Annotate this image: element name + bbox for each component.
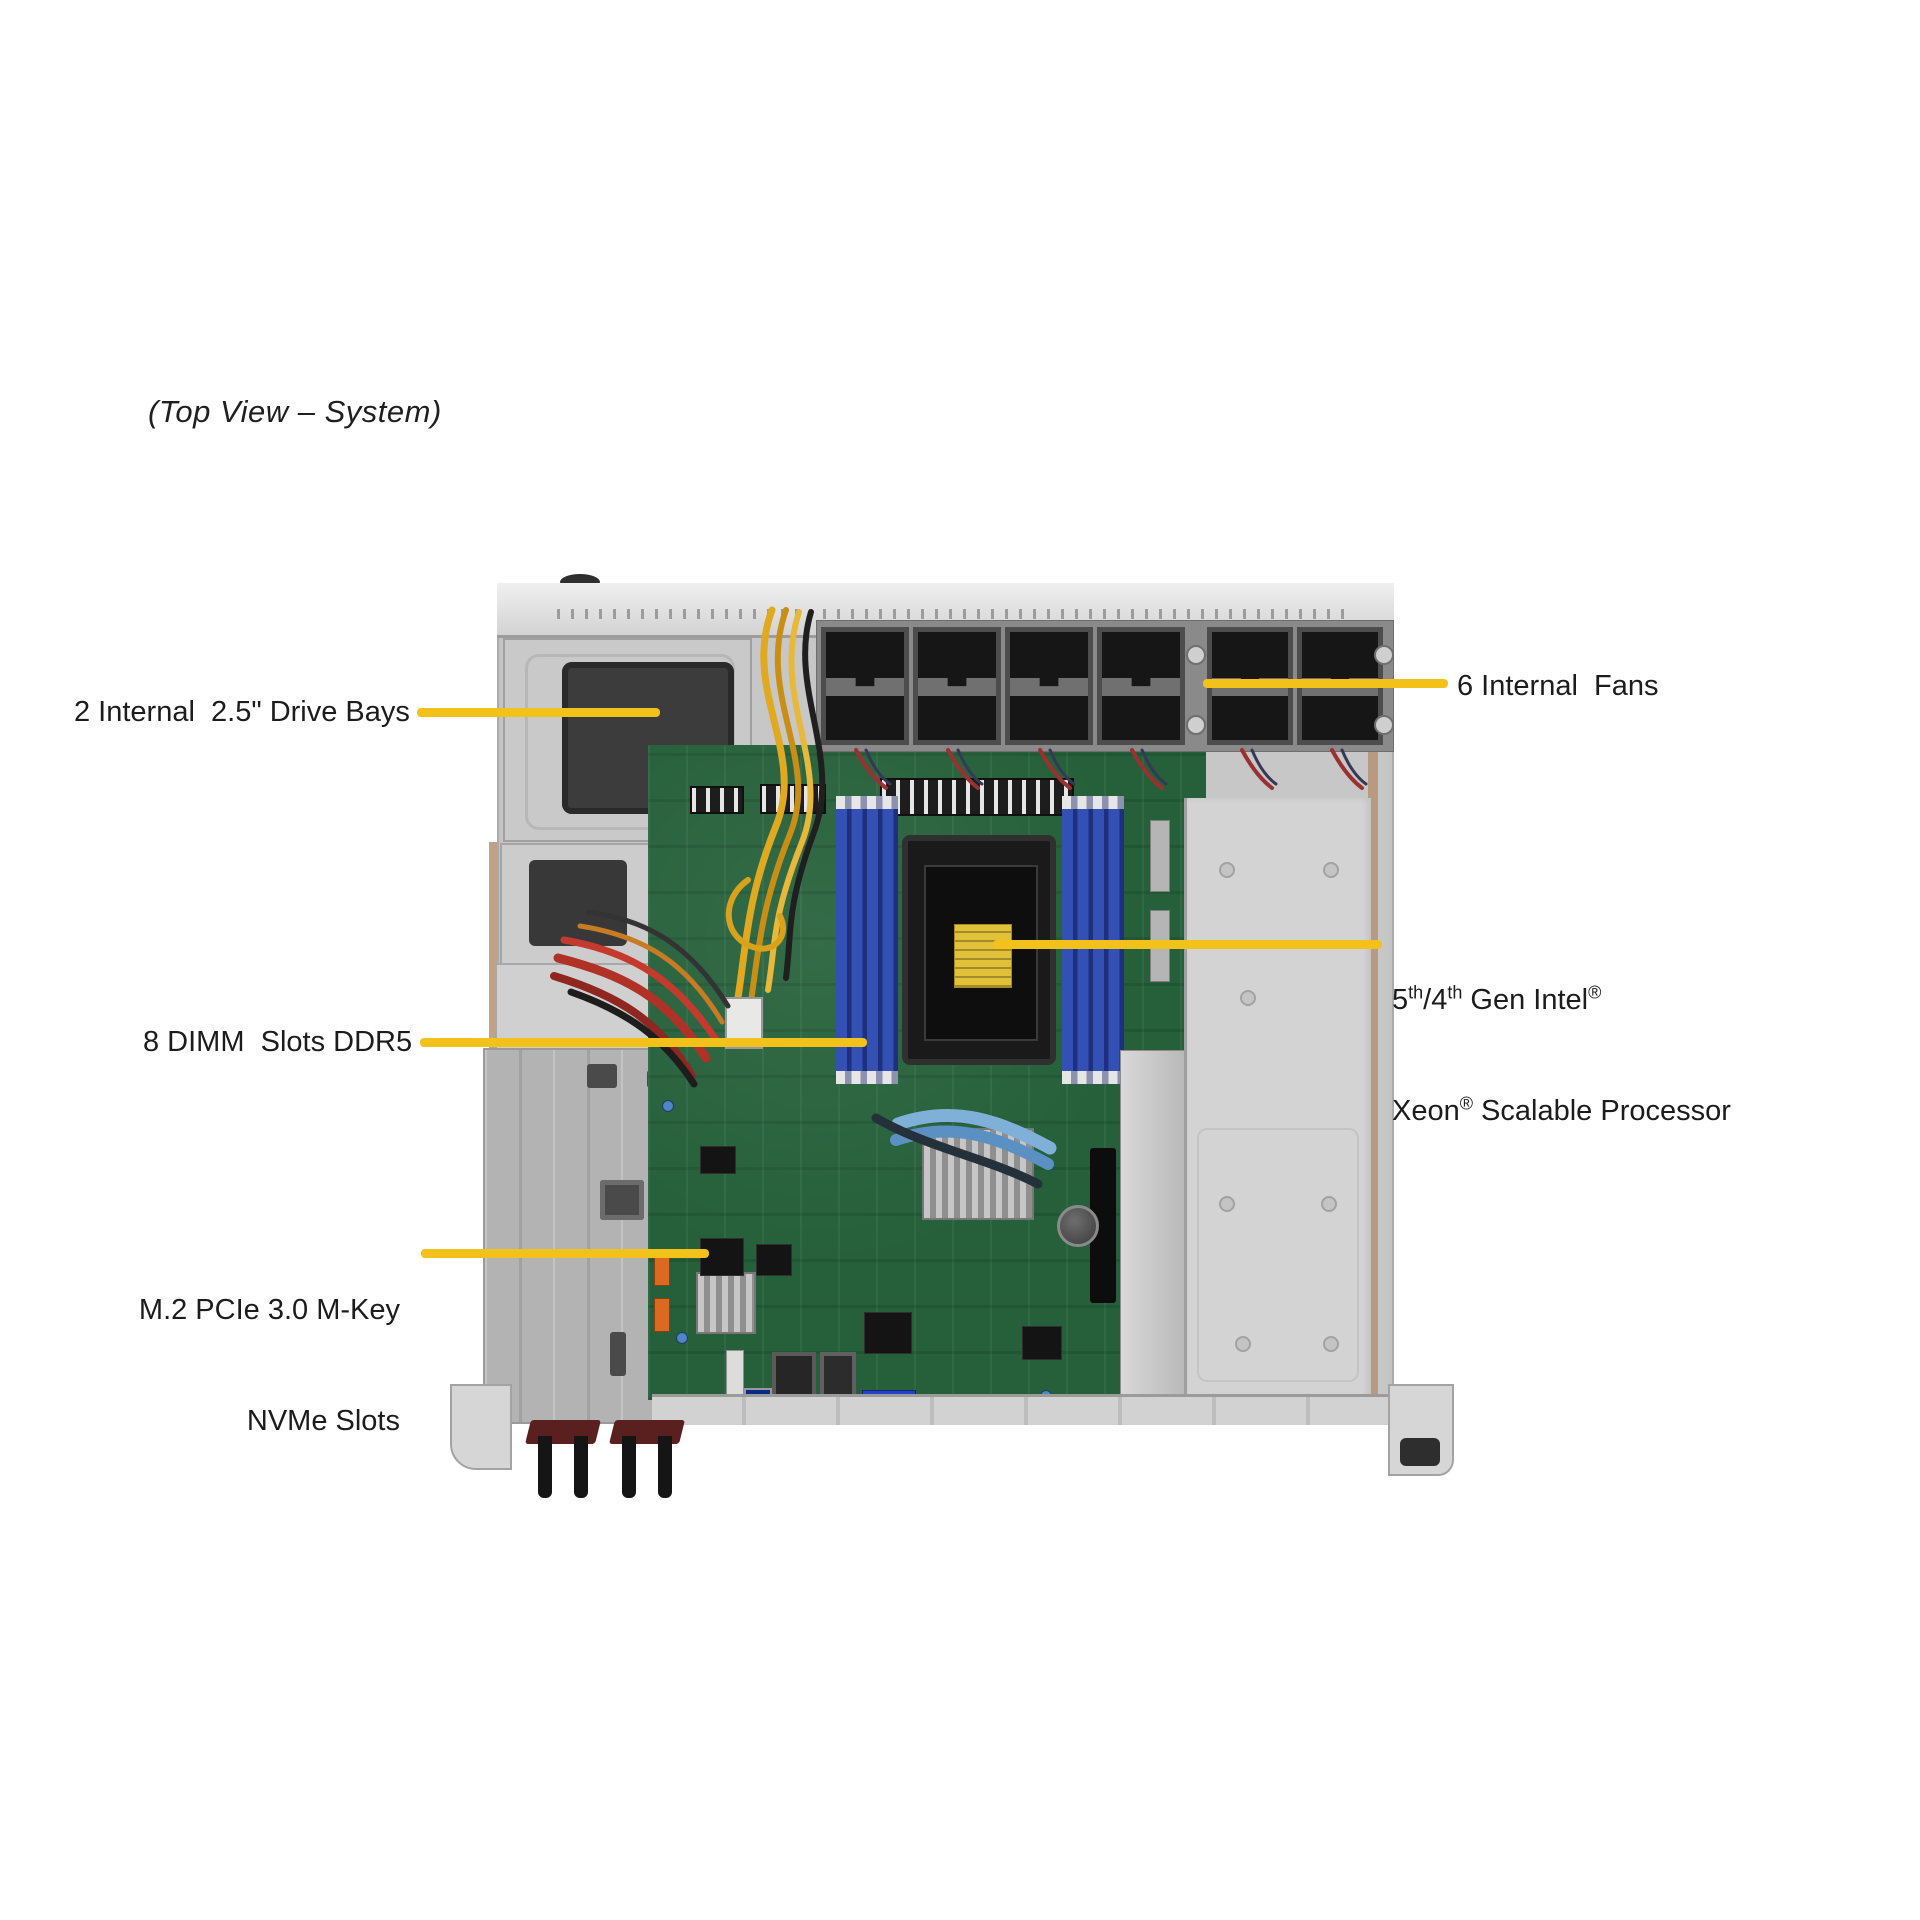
panel-screw (1219, 1196, 1235, 1212)
power-header (690, 786, 744, 814)
panel-seam (1197, 1128, 1359, 1382)
power-cables (550, 909, 731, 1088)
m2-slot-chip (756, 1244, 792, 1276)
caption-top-view: (Top View – System) (148, 394, 442, 429)
label-dimm: 8 DIMM Slots DDR5 (143, 1026, 413, 1058)
label-m2-line1: M.2 PCIe 3.0 M-Key (138, 1294, 400, 1326)
psu-handle (525, 1420, 608, 1502)
rail-serration (557, 609, 1347, 619)
side-rail-right (1368, 700, 1378, 1395)
psu-handle-prong (574, 1436, 588, 1498)
drive-bay-frame (503, 638, 752, 842)
mount-ear-right (1388, 1384, 1454, 1476)
callout-line-drive-bays (417, 708, 660, 717)
vent-cutout (587, 1064, 617, 1088)
vent-cutout (600, 1180, 644, 1220)
panel-screw (1235, 1336, 1251, 1352)
cpu-spec-sticker (954, 924, 1012, 988)
power-header (760, 784, 826, 814)
label-m2: M.2 PCIe 3.0 M-Key NVMe Slots (118, 1218, 400, 1514)
right-blank-panel (1184, 798, 1371, 1398)
dimm-bank-right (1062, 796, 1124, 1084)
screw (1374, 715, 1394, 735)
label-cpu: 5th/4th Gen Intel® Xeon® Scalable Proces… (1392, 908, 1852, 1204)
sata-cables (871, 1108, 1057, 1189)
screw (1186, 715, 1206, 735)
panel-screw (1240, 990, 1256, 1006)
screw (1374, 645, 1394, 665)
pcb-chip (1022, 1326, 1062, 1360)
pcb-chip (700, 1146, 736, 1174)
ear-thumbscrew (1400, 1438, 1440, 1466)
vent-cutout (610, 1332, 626, 1376)
callout-line-m2 (421, 1249, 709, 1258)
label-drive-bays: 2 Internal 2.5" Drive Bays (74, 696, 410, 728)
capacitor (676, 1332, 688, 1344)
vrm-heatsink (696, 1272, 756, 1334)
fan-unit (1097, 627, 1185, 745)
psu-handle-prong (622, 1436, 636, 1498)
riser-bracket (1120, 1050, 1186, 1402)
cmos-battery (1057, 1205, 1099, 1247)
edge-connector (1150, 820, 1170, 892)
lan-port (820, 1352, 856, 1398)
dimm-bank-left (836, 796, 898, 1084)
fan-unit (913, 627, 1001, 745)
panel-screw (1323, 862, 1339, 878)
psu-handle (609, 1420, 692, 1502)
fan-unit (1005, 627, 1093, 745)
orange-connector (654, 1298, 670, 1332)
screw (1186, 645, 1206, 665)
pcb-chip (864, 1312, 912, 1354)
psu-handle-prong (658, 1436, 672, 1498)
label-cpu-line1: 5th/4th Gen Intel® (1392, 982, 1602, 1016)
fan-wires (854, 748, 1368, 790)
cpu-socket (902, 835, 1056, 1065)
capacitor (662, 1100, 674, 1112)
label-cpu-line2: Xeon® Scalable Processor (1392, 1093, 1731, 1127)
panel-screw (1323, 1336, 1339, 1352)
server-chassis (450, 574, 1454, 1498)
bottom-rail (652, 1394, 1394, 1425)
psu-handle-prong (538, 1436, 552, 1498)
callout-line-fans (1203, 679, 1448, 688)
fan-unit (821, 627, 909, 745)
panel-screw (1321, 1196, 1337, 1212)
label-m2-line2: NVMe Slots (246, 1405, 400, 1437)
lan-port (772, 1352, 816, 1398)
motherboard-pcb (648, 745, 1206, 1408)
callout-line-cpu (993, 940, 1382, 949)
yellow-cables (725, 606, 826, 1049)
label-fans: 6 Internal Fans (1457, 670, 1659, 702)
panel-screw (1219, 862, 1235, 878)
callout-line-dimm (420, 1038, 867, 1047)
mount-ear-left (450, 1384, 512, 1470)
power-header-strip (880, 778, 1074, 816)
